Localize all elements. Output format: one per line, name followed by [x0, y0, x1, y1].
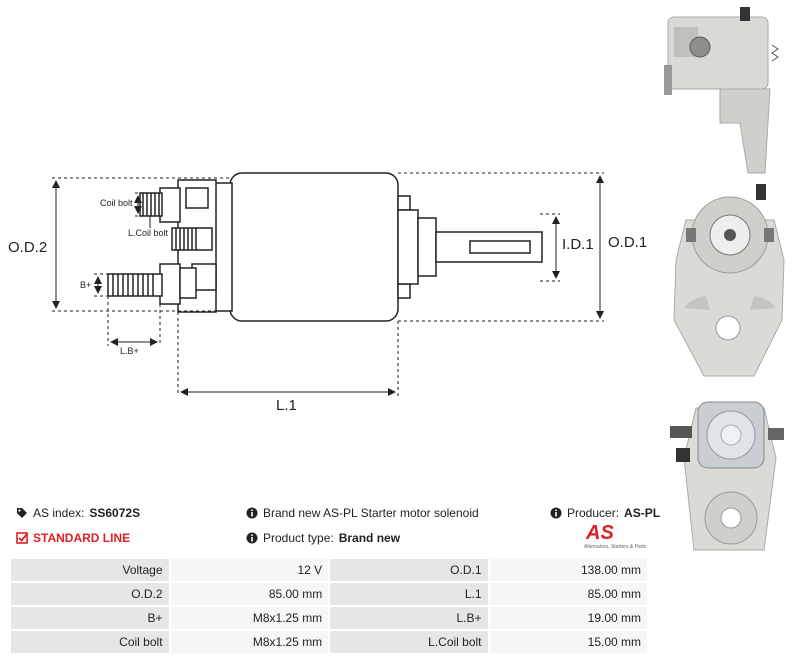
spec-label: Coil bolt [9, 629, 171, 655]
spec-value: 85.00 mm [487, 581, 650, 607]
spec-label: L.Coil bolt [328, 629, 490, 655]
spec-value: 15.00 mm [487, 629, 650, 655]
label-l1: L.1 [276, 397, 297, 414]
info-icon [550, 507, 562, 519]
standard-line: STANDARD LINE [16, 531, 130, 545]
label-l-coil-bolt: L.Coil bolt [128, 228, 169, 238]
spec-label: L.1 [328, 581, 490, 607]
label-coil-bolt: Coil bolt [100, 198, 133, 208]
product-photo-side [664, 7, 779, 174]
as-pl-logo: AS Alternators, Starters & Parts [584, 521, 652, 551]
spec-value: 85.00 mm [168, 581, 331, 607]
spec-value: M8x1.25 mm [168, 605, 331, 631]
checkbox-icon [16, 532, 28, 544]
spec-label: L.B+ [328, 605, 490, 631]
label-b-plus: B+ [80, 280, 91, 290]
spec-label: O.D.2 [9, 581, 171, 607]
info-icon [246, 507, 258, 519]
spec-value: M8x1.25 mm [168, 629, 331, 655]
description-text: Brand new AS-PL Starter motor solenoid [263, 506, 479, 520]
product-type-label: Product type: [263, 531, 334, 545]
as-index-label: AS index: [33, 506, 85, 520]
label-od1: O.D.1 [608, 234, 647, 251]
spec-value: 19.00 mm [487, 605, 650, 631]
producer-label: Producer: [567, 506, 620, 520]
svg-text:AS: AS [585, 522, 614, 543]
tag-icon [17, 508, 27, 518]
product-type: Product type: Brand new [246, 531, 400, 545]
product-type-value: Brand new [338, 531, 401, 545]
spec-value: 138.00 mm [487, 557, 650, 583]
description: Brand new AS-PL Starter motor solenoid [246, 506, 479, 520]
product-photo-top [670, 401, 784, 551]
producer: Producer: AS-PL [550, 506, 660, 520]
info-icon [246, 532, 258, 544]
as-index-value: SS6072S [89, 506, 141, 520]
solenoid-drawing: O.D.2 O.D.1 I.D.1 L.1 Coil bolt L.Coil b… [8, 172, 647, 414]
spec-label: O.D.1 [328, 557, 490, 583]
producer-value: AS-PL [624, 506, 661, 520]
as-index: AS index: SS6072S [16, 506, 140, 520]
solenoid-body [229, 172, 399, 322]
label-l-b-plus: L.B+ [120, 346, 139, 356]
spec-value: 12 V [168, 557, 331, 583]
spec-label: Voltage [9, 557, 171, 583]
b-plus-terminal [107, 273, 163, 297]
standard-line-label: STANDARD LINE [33, 531, 131, 545]
coil-bolt [139, 192, 163, 217]
logo-tagline: Alternators, Starters & Parts [584, 544, 647, 550]
spec-label: B+ [9, 605, 171, 631]
label-od2: O.D.2 [8, 239, 47, 256]
label-id1: I.D.1 [562, 236, 594, 253]
product-photo-front [673, 184, 785, 377]
